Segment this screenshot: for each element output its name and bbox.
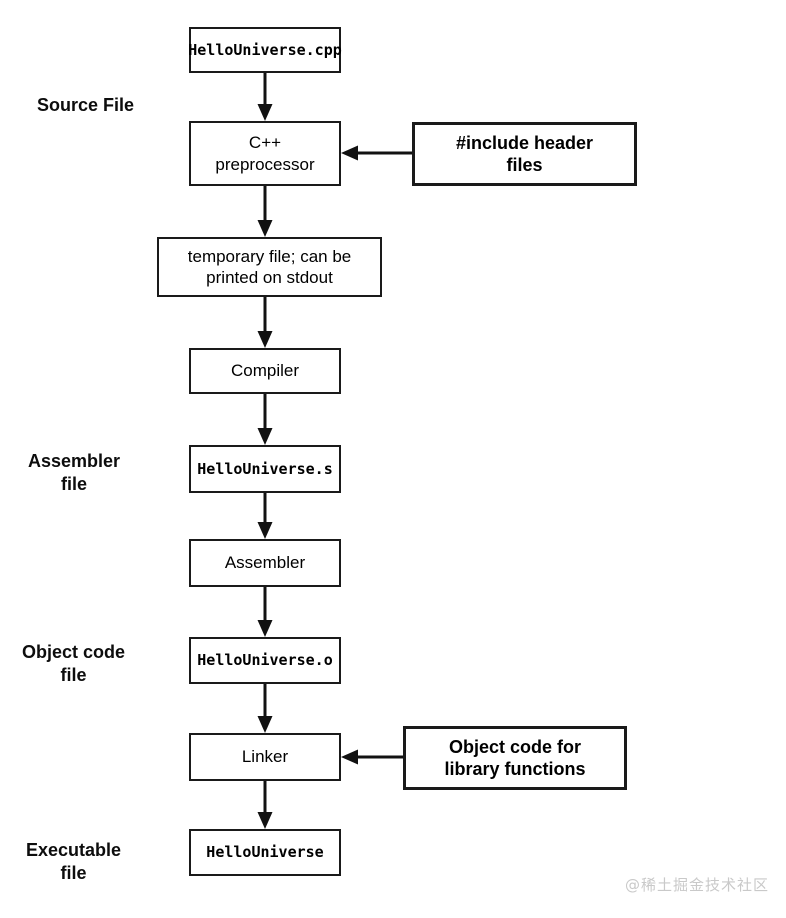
arrowhead-icon <box>257 812 273 829</box>
node-label: Linker <box>241 747 289 767</box>
node-label: Assembler <box>224 553 306 573</box>
arrow-include-to-preprocessor <box>341 145 412 161</box>
node-linker: Linker <box>189 733 341 781</box>
node-hello-universe: HelloUniverse <box>189 829 341 876</box>
arrow-compiler-to-asm-file <box>257 394 273 445</box>
node-label: Compiler <box>230 361 300 381</box>
node-object-code-library: Object code for library functions <box>403 726 627 790</box>
stage-label-assembler-file: Assembler file <box>28 451 121 495</box>
node-cpp-preprocessor: C++ preprocessor <box>189 121 341 186</box>
arrow-obj-file-to-linker <box>257 684 273 733</box>
arrowhead-icon <box>257 428 273 445</box>
arrowhead-icon <box>257 522 273 539</box>
node-label: HelloUniverse <box>206 843 324 862</box>
arrow-cpp-to-preprocessor <box>257 73 273 121</box>
watermark: @稀土掘金技术社区 <box>625 876 770 894</box>
arrowhead-icon <box>257 716 273 733</box>
node-label: temporary file; can be printed on stdout <box>187 246 352 287</box>
node-hello-universe-cpp: HelloUniverse.cpp <box>188 27 342 73</box>
stage-label-object-code-file: Object code file <box>22 642 126 686</box>
arrow-linker-to-executable <box>257 781 273 829</box>
node-label: #include header files <box>455 132 594 176</box>
node-hello-universe-s: HelloUniverse.s <box>189 445 341 493</box>
arrowhead-icon <box>257 620 273 637</box>
arrow-assembler-to-obj-file <box>257 587 273 637</box>
node-label: HelloUniverse.o <box>197 651 333 670</box>
node-assembler: Assembler <box>189 539 341 587</box>
node-hello-universe-o: HelloUniverse.o <box>189 637 341 684</box>
node-label: C++ preprocessor <box>215 133 315 174</box>
arrow-temporary-to-compiler <box>257 297 273 348</box>
arrowhead-icon <box>257 331 273 348</box>
arrowhead-icon <box>257 220 273 237</box>
node-label: Object code for library functions <box>444 736 586 780</box>
node-include-header-files: #include header files <box>412 122 637 186</box>
arrowhead-icon <box>341 749 358 765</box>
node-compiler: Compiler <box>189 348 341 394</box>
node-temporary-file: temporary file; can be printed on stdout <box>157 237 382 297</box>
arrowhead-icon <box>341 145 358 161</box>
node-label: HelloUniverse.s <box>197 459 333 478</box>
arrow-library-to-linker <box>341 749 403 765</box>
arrow-asm-file-to-assembler <box>257 493 273 539</box>
arrow-preprocessor-to-temporary <box>257 186 273 237</box>
stage-label-executable-file: Executable file <box>26 840 122 884</box>
arrowhead-icon <box>257 104 273 121</box>
node-label: HelloUniverse.cpp <box>188 40 342 59</box>
stage-label-source-file: Source File <box>37 95 135 115</box>
